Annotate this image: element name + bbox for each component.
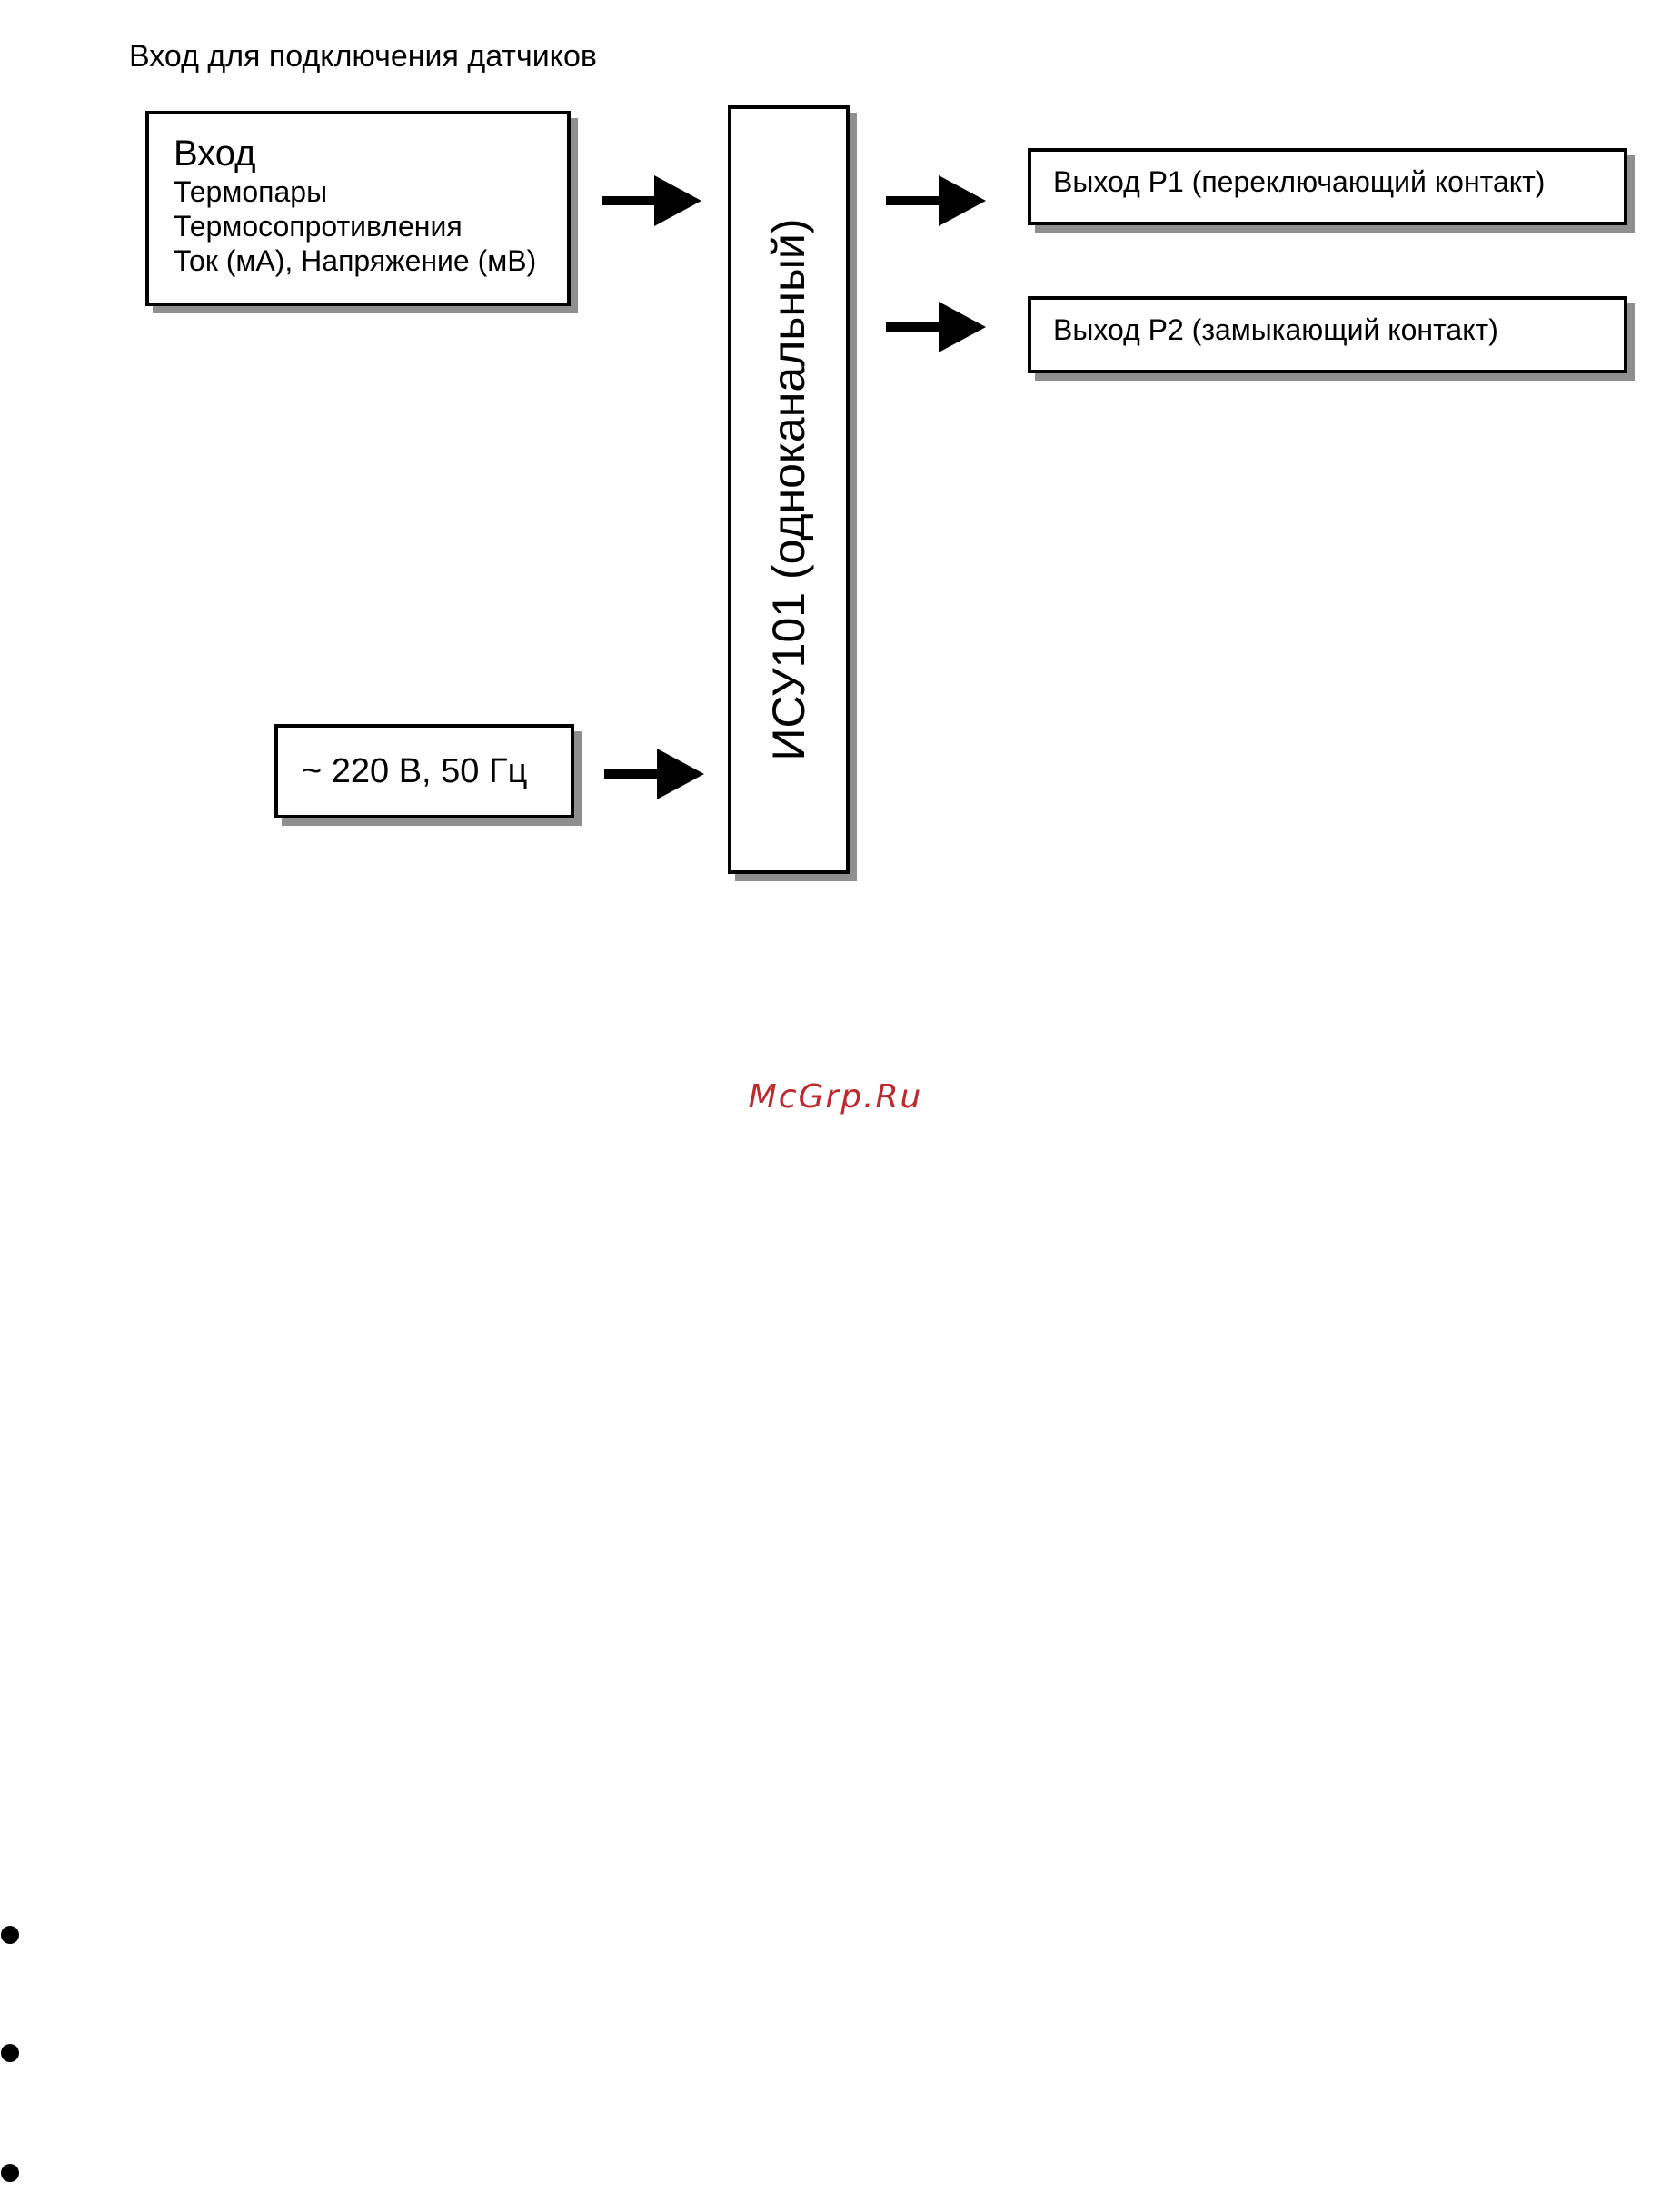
input-type-rtd: Термосопротивления: [174, 209, 567, 243]
output-p1-box: Выход Р1 (переключающий контакт): [1028, 148, 1627, 225]
input-type-thermocouples: Термопары: [174, 174, 567, 209]
bullet-icon: [1, 2044, 19, 2062]
arrow-right-icon: [886, 302, 986, 352]
input-type-current-voltage: Ток (мА), Напряжение (мВ): [174, 243, 567, 278]
output-p2-box: Выход Р2 (замыкающий контакт): [1028, 296, 1627, 373]
device-box: ИСУ101 (одноканальный): [728, 105, 850, 874]
arrow-right-icon: [602, 175, 701, 226]
sensor-input-box: Вход Термопары Термосопротивления Ток (м…: [145, 111, 571, 306]
bullet-icon: [1, 1926, 19, 1944]
power-supply-box: ~ 220 В, 50 Гц: [274, 724, 574, 818]
bullet-icon: [1, 2164, 19, 2182]
diagram-heading: Вход для подключения датчиков: [129, 38, 597, 74]
input-box-title: Вход: [174, 133, 567, 174]
arrow-right-icon: [886, 175, 986, 226]
watermark: McGrp.Ru: [0, 1077, 1671, 1117]
device-label: ИСУ101 (одноканальный): [763, 219, 814, 761]
arrow-right-icon: [604, 749, 704, 799]
